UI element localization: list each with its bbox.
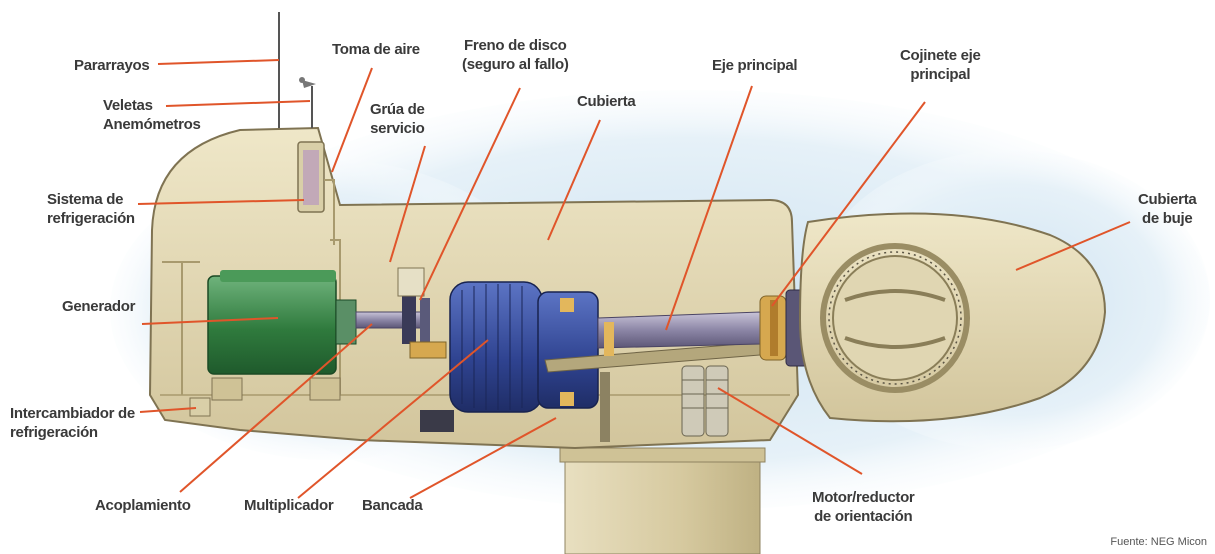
label-sistema-refrigeracion-line: refrigeración [47,210,135,227]
leader-cubierta [547,119,601,241]
label-toma-aire-line: Toma de aire [332,41,420,58]
label-pararrayos-line: Pararrayos [74,57,150,74]
cooling-system [297,141,335,245]
label-bancada: Bancada [362,496,423,515]
label-veletas-line: Veletas [103,97,153,114]
leader-grua [389,145,426,263]
leader-freno-disco [419,87,521,301]
label-cojinete-line: Cojinete eje [900,47,981,64]
leader-lines [137,59,1131,499]
label-cojinete: Cojinete eje principal [900,46,981,84]
label-motor-reductor: Motor/reductor de orientación [812,488,915,526]
label-cojinete-line: principal [910,66,971,83]
leader-bancada [409,417,557,499]
label-intercambiador-line: Intercambiador de [10,405,135,422]
source-credit: Fuente: NEG Micon [1110,536,1207,548]
leader-generador [141,317,279,325]
label-grua: Grúa de servicio [370,100,425,138]
leader-intercambiador [139,407,197,413]
label-generador: Generador [62,297,135,316]
heat-exchanger [189,377,341,417]
label-bancada-line: Bancada [362,497,423,514]
label-toma-aire: Toma de aire [332,40,420,59]
label-sistema-refrigeracion: Sistema de refrigeración [47,190,135,228]
label-freno-disco-line: (seguro al fallo) [462,56,569,73]
leader-toma-aire [331,67,373,173]
gearbox [449,281,599,413]
label-grua-line: Grúa de [370,101,425,118]
coupling-brake [355,267,454,432]
label-eje-principal-line: Eje principal [712,57,798,74]
label-pararrayos: Pararrayos [74,56,150,75]
label-veletas-line: Anemómetros [103,116,201,133]
label-freno-disco: Freno de disco (seguro al fallo) [462,36,569,74]
label-motor-reductor-line: Motor/reductor [812,489,915,506]
label-acoplamiento-line: Acoplamiento [95,497,191,514]
leader-pararrayos [157,59,280,65]
label-acoplamiento: Acoplamiento [95,496,191,515]
label-eje-principal: Eje principal [712,56,798,75]
tower [559,447,766,554]
label-freno-disco-line: Freno de disco [464,37,567,54]
leader-cojinete [771,101,926,307]
label-cubierta-buje-line: de buje [1142,210,1193,227]
label-cubierta-buje-line: Cubierta [1138,191,1197,208]
label-generador-line: Generador [62,298,136,315]
leader-motor-reductor [717,387,863,475]
label-multiplicador-line: Multiplicador [244,497,334,514]
label-cubierta-buje: Cubierta de buje [1138,190,1197,228]
generator [207,270,357,375]
label-motor-reductor-line: de orientación [814,508,913,525]
leader-eje-principal [665,85,753,331]
leader-multiplicador [297,339,489,499]
leader-cubierta-buje [1015,221,1131,271]
label-cubierta: Cubierta [577,92,636,111]
leader-veletas [165,100,311,107]
label-intercambiador-line: refrigeración [10,424,98,441]
mast-sensors [278,12,316,128]
leader-sistema-refrigeracion [137,199,305,205]
label-intercambiador: Intercambiador de refrigeración [10,404,135,442]
label-multiplicador: Multiplicador [244,496,334,515]
label-grua-line: servicio [370,120,425,137]
leader-acoplamiento [179,323,373,493]
yaw-motors [681,365,729,437]
label-sistema-refrigeracion-line: Sistema de [47,191,124,208]
label-cubierta-line: Cubierta [577,93,636,110]
